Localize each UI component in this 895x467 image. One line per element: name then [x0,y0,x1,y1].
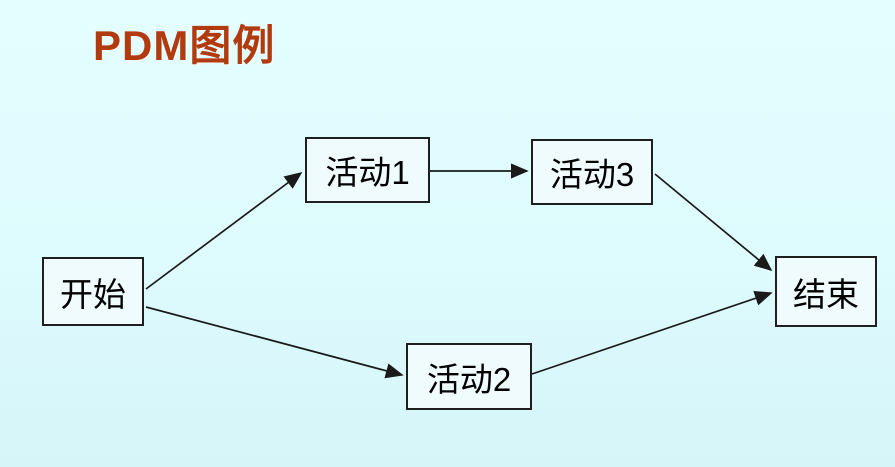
node-activity2: 活动2 [406,343,532,410]
node-activity1: 活动1 [305,137,430,203]
edge-start-to-activity2 [145,306,404,379]
node-activity3: 活动3 [531,139,653,205]
page-title: PDM图例 [93,22,276,69]
edge-activity3-to-end [654,173,773,272]
edge-activity2-to-end [531,290,773,375]
edge-start-to-activity1 [145,171,303,290]
node-end: 结束 [775,256,877,327]
node-start: 开始 [42,257,144,326]
